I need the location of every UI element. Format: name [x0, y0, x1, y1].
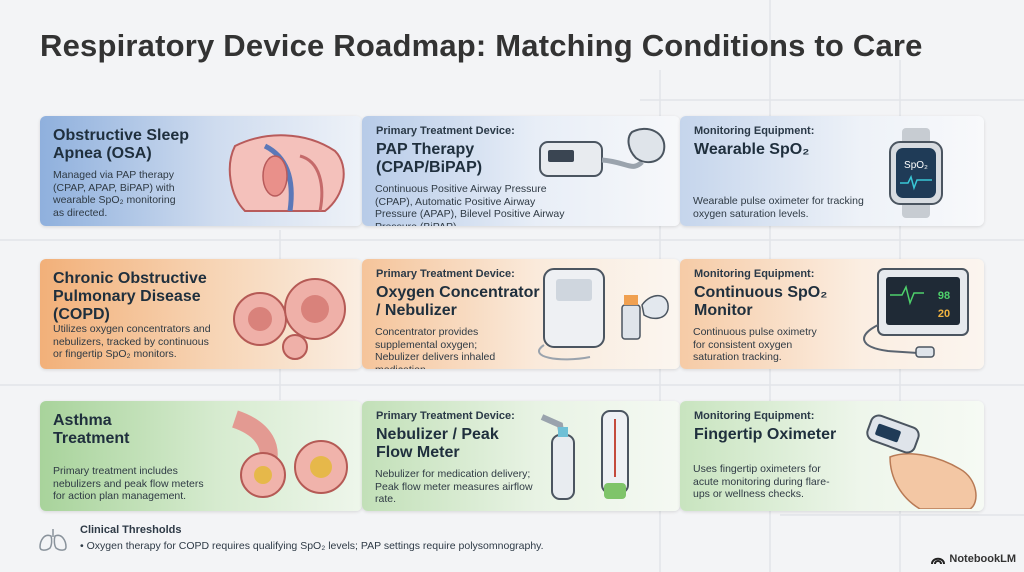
brand: NotebookLM: [931, 553, 1016, 565]
patient-monitor-illustration: 98 20: [863, 268, 969, 358]
treatment-name: Nebulizer / Peak Flow Meter: [376, 426, 499, 461]
watch-spo2-text: SpO₂: [904, 160, 928, 171]
clinical-thresholds-title: Clinical Thresholds: [80, 524, 182, 536]
condition-card-asthma: Asthma Treatment Primary treatment inclu…: [40, 401, 362, 511]
condition-card-osa: Obstructive Sleep Apnea (OSA) Managed vi…: [40, 116, 362, 226]
smartwatch-illustration: SpO₂: [889, 128, 943, 218]
monitoring-label: Monitoring Equipment:: [694, 410, 815, 422]
lungs-icon: [39, 529, 67, 551]
treatment-card-osa: Primary Treatment Device: PAP Therapy (C…: [362, 116, 680, 226]
treatment-name: Oxygen Concentrator / Nebulizer: [376, 284, 540, 319]
condition-title: Obstructive Sleep Apnea (OSA): [53, 127, 190, 162]
cpap-machine-illustration: [539, 127, 666, 177]
airway-illustration: [228, 134, 345, 212]
treatment-label: Primary Treatment Device:: [376, 125, 515, 137]
condition-title: Asthma Treatment: [53, 412, 130, 447]
treatment-desc: Nebulizer for medication delivery; Peak …: [375, 468, 533, 505]
condition-card-copd: Chronic Obstructive Pulmonary Disease (C…: [40, 259, 362, 369]
monitor-readout-2: 20: [938, 308, 950, 320]
monitoring-desc: Wearable pulse oximeter for tracking oxy…: [693, 195, 864, 220]
page-title: Respiratory Device Roadmap: Matching Con…: [40, 28, 923, 63]
monitoring-label: Monitoring Equipment:: [694, 125, 815, 137]
monitoring-card-asthma: Monitoring Equipment: Fingertip Oximeter…: [680, 401, 984, 511]
monitoring-card-osa: Monitoring Equipment: Wearable SpO₂ Wear…: [680, 116, 984, 226]
monitoring-desc: Continuous pulse oximetry for consistent…: [693, 326, 817, 363]
monitoring-name: Continuous SpO₂ Monitor: [694, 284, 828, 319]
condition-title: Chronic Obstructive Pulmonary Disease (C…: [53, 270, 207, 323]
inflamed-airway-illustration: [231, 410, 348, 498]
monitoring-desc: Uses fingertip oximeters for acute monit…: [693, 463, 830, 500]
oxygen-concentrator-illustration: [537, 268, 669, 361]
clinical-thresholds-text: • Oxygen therapy for COPD requires quali…: [80, 540, 544, 552]
treatment-label: Primary Treatment Device:: [376, 268, 515, 280]
treatment-desc: Continuous Positive Airway Pressure (CPA…: [375, 183, 565, 226]
condition-desc: Managed via PAP therapy (CPAP, APAP, BiP…: [53, 169, 176, 219]
brand-name: NotebookLM: [949, 553, 1016, 565]
treatment-desc: Concentrator provides supplemental oxyge…: [375, 326, 496, 369]
treatment-label: Primary Treatment Device:: [376, 410, 515, 422]
row-osa: Obstructive Sleep Apnea (OSA) Managed vi…: [40, 116, 984, 226]
monitoring-card-copd: Monitoring Equipment: Continuous SpO₂ Mo…: [680, 259, 984, 369]
treatment-name: PAP Therapy (CPAP/BiPAP): [376, 141, 483, 176]
row-asthma: Asthma Treatment Primary treatment inclu…: [40, 401, 984, 511]
treatment-card-asthma: Primary Treatment Device: Nebulizer / Pe…: [362, 401, 680, 511]
monitor-readout-1: 98: [938, 290, 950, 302]
damaged-alveoli-illustration: [233, 278, 346, 360]
monitoring-name: Fingertip Oximeter: [694, 426, 837, 443]
condition-desc: Primary treatment includes nebulizers an…: [53, 465, 204, 502]
row-copd: Chronic Obstructive Pulmonary Disease (C…: [40, 259, 984, 369]
monitoring-label: Monitoring Equipment:: [694, 268, 815, 280]
peak-flow-meter-illustration: [540, 410, 629, 500]
fingertip-oximeter-illustration: [866, 414, 977, 509]
monitoring-name: Wearable SpO₂: [694, 141, 810, 158]
treatment-card-copd: Primary Treatment Device: Oxygen Concent…: [362, 259, 680, 369]
notebooklm-logo-icon: [931, 557, 946, 565]
condition-desc: Utilizes oxygen concentrators and nebuli…: [53, 323, 211, 360]
